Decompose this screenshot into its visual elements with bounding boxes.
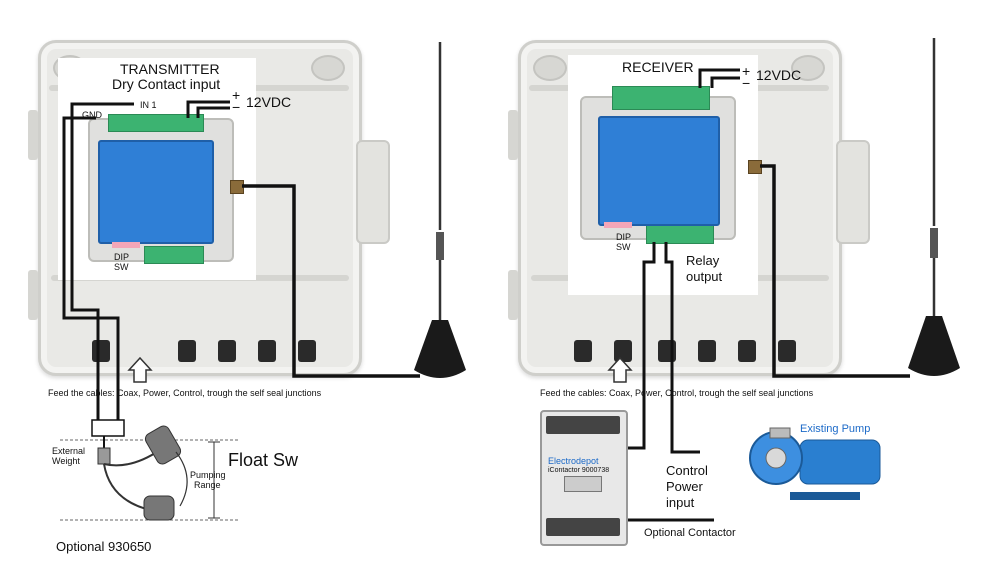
cable-gland <box>778 340 796 362</box>
antenna-base <box>414 320 466 378</box>
transmitter-plus-sign: + <box>232 87 241 103</box>
transmitter-title: TRANSMITTER <box>120 61 220 77</box>
power-wire <box>698 68 740 88</box>
optional-float-part: Optional 930650 <box>56 539 152 554</box>
latch <box>836 140 870 244</box>
transmitter-input-terminal <box>108 114 204 132</box>
input-wire <box>62 116 120 420</box>
power-wire <box>710 76 740 88</box>
hinge <box>28 110 38 160</box>
receiver-relay-label: Relay <box>686 253 720 268</box>
cable-gland <box>574 340 592 362</box>
relay-wire <box>664 242 700 454</box>
transmitter-dip-label: DIP <box>114 252 130 262</box>
contactor <box>540 410 628 546</box>
feed-note-right: Feed the cables: Coax, Power, Control, t… <box>540 388 814 398</box>
transmitter-power-label: 12VDC <box>246 94 292 110</box>
contactor-brand: Electrodepot <box>548 456 599 466</box>
hinge <box>508 110 518 160</box>
receiver-top-terminal <box>612 86 710 110</box>
pumping-range-label-2: Range <box>194 480 221 490</box>
antenna-base <box>908 316 960 376</box>
coax-cable <box>242 184 420 378</box>
transmitter-bottom-terminal <box>144 246 204 264</box>
contactor-top-terminals <box>546 416 620 434</box>
cable-gland <box>218 340 236 362</box>
mount-hole <box>311 55 345 81</box>
up-arrow-icon <box>607 356 633 383</box>
antenna-coil <box>930 228 938 258</box>
pump-label: Existing Pump <box>800 423 871 435</box>
external-weight-label-2: Weight <box>52 456 80 466</box>
cable-gland <box>258 340 276 362</box>
transmitter-dip-switch <box>112 242 140 248</box>
receiver-output-label: output <box>686 269 723 284</box>
float-cable <box>103 449 161 467</box>
cable-gland <box>178 340 196 362</box>
receiver-dip-label: DIP <box>616 232 632 242</box>
receiver-title: RECEIVER <box>622 59 694 75</box>
power-wire <box>186 100 230 118</box>
receiver-plus-sign: + <box>742 63 751 79</box>
pumping-range-label: Pumping <box>190 470 226 480</box>
float-body-upper <box>144 425 182 465</box>
coax-cable <box>760 164 910 378</box>
float-switch-title: Float Sw <box>228 450 299 470</box>
control-power-line1: Control <box>666 463 708 478</box>
transmitter-in1-label: IN 1 <box>140 100 157 110</box>
receiver-minus-sign: − <box>742 75 751 91</box>
power-wire <box>196 106 230 118</box>
external-weight-label: External <box>52 446 86 456</box>
hinge <box>28 270 38 320</box>
hinge <box>508 270 518 320</box>
mount-hole <box>791 55 825 81</box>
antenna-coil <box>436 232 444 260</box>
latch <box>356 140 390 244</box>
receiver-pcb <box>598 116 720 226</box>
input-wire <box>70 102 134 420</box>
pump-illustration <box>749 427 881 500</box>
junction-box <box>91 419 125 437</box>
control-power-line3: input <box>666 495 695 510</box>
cable-gland <box>614 340 632 362</box>
cable-gland <box>738 340 756 362</box>
float-body-lower <box>143 495 175 521</box>
transmitter-sw-label: SW <box>114 262 129 272</box>
cable-gland <box>698 340 716 362</box>
up-arrow-icon <box>127 356 153 383</box>
control-power-line2: Power <box>666 479 703 494</box>
transmitter-gnd-label: GND <box>82 110 102 120</box>
relay-wire <box>624 242 656 450</box>
receiver-power-label: 12VDC <box>756 67 802 83</box>
external-weight <box>97 447 111 465</box>
contactor-model: iContactor 9000738 <box>548 467 610 474</box>
contactor-window <box>564 476 602 492</box>
cable-gland <box>298 340 316 362</box>
transmitter-subtitle: Dry Contact input <box>112 76 221 92</box>
transmitter-pcb <box>98 140 214 244</box>
transmitter-minus-sign: − <box>232 99 241 115</box>
feed-note-left: Feed the cables: Coax, Power, Control, t… <box>48 388 322 398</box>
float-cable <box>103 463 151 511</box>
receiver-dip-switch <box>604 222 632 228</box>
optional-contactor-label: Optional Contactor <box>644 527 736 539</box>
pumping-range-arc <box>175 451 188 507</box>
mount-hole <box>533 55 567 81</box>
receiver-sw-label: SW <box>616 242 631 252</box>
contactor-bottom-terminals <box>546 518 620 536</box>
